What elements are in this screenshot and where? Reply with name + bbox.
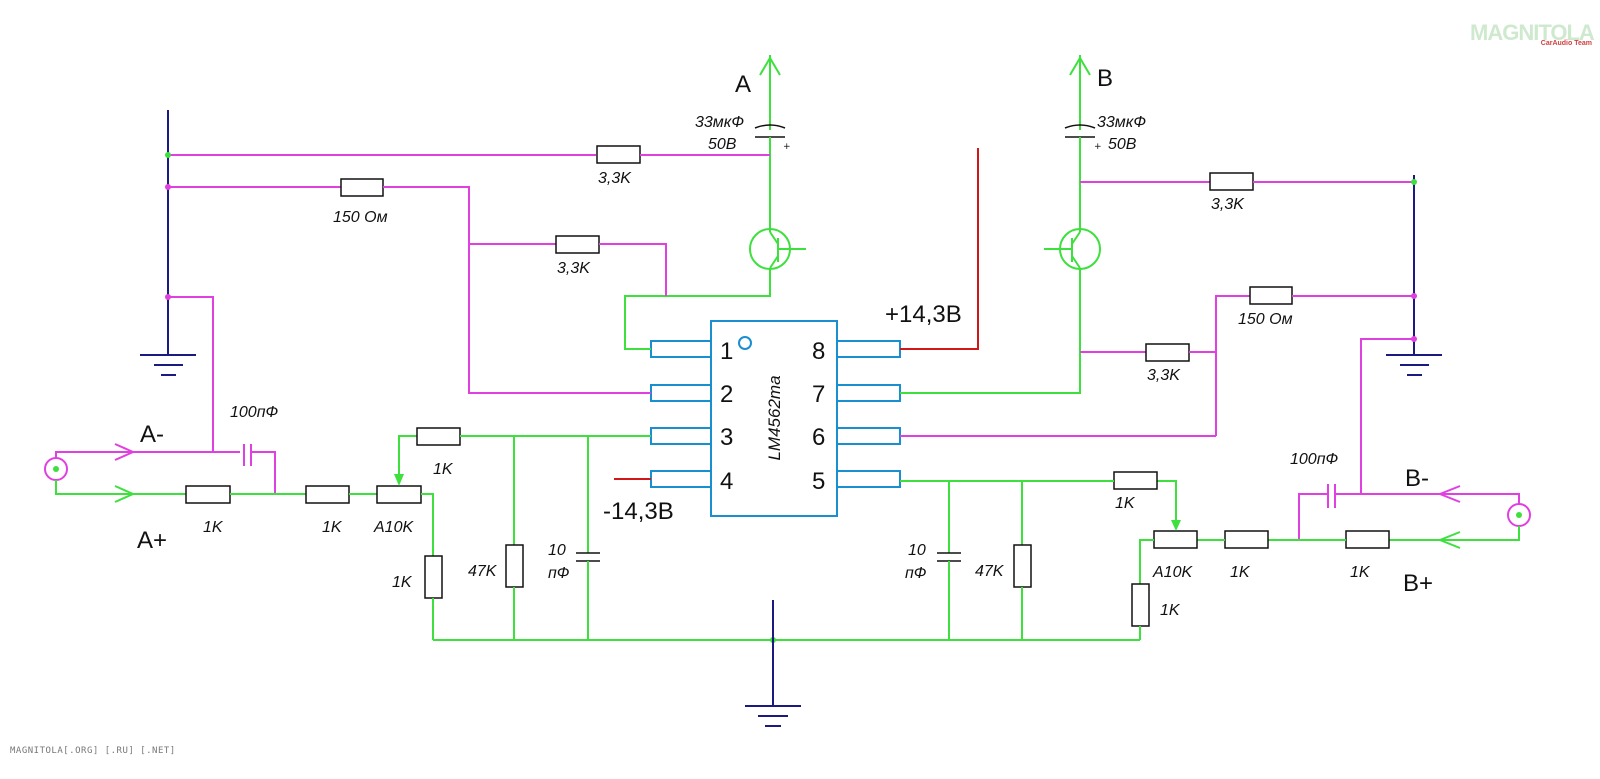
cap-10p-b-value: 10 — [908, 542, 926, 559]
pot-a-label: A10K — [373, 519, 414, 536]
channel-a-output: A 33мкФ 50В + 3,3K 150 Ом 3,3K — [168, 55, 806, 394]
pin-3-label: 3 — [720, 424, 733, 451]
pin-2-label: 2 — [720, 381, 733, 408]
r-gnd-a-label: 1K — [392, 574, 413, 591]
channel-a-input: 100пФ A- 1K A+ 1K A10K 1K 1K 47K 10 пФ — [44, 404, 651, 640]
power-rails: +14,3В -14,3В — [603, 148, 979, 525]
r-47k-a-label: 47K — [468, 563, 498, 580]
r-in-b2-label: 1K — [1230, 564, 1251, 581]
positive-supply-label: +14,3В — [885, 301, 962, 328]
cap-in-b-label: 100пФ — [1290, 451, 1339, 468]
input-b-minus-label: B- — [1405, 465, 1429, 492]
r-in-a2-label: 1K — [322, 519, 343, 536]
channel-b-input: 100пФ B- 1K B+ 1K A10K 1K 1K 47K 10 пФ — [900, 451, 1531, 640]
ic-lm4562: LM4562ma 1 2 3 4 5 6 7 8 — [650, 320, 901, 517]
r-gnd-b-label: 1K — [1160, 602, 1181, 619]
cap-10p-a-unit: пФ — [548, 565, 570, 582]
pin-7-label: 7 — [812, 381, 825, 408]
cap-a-value: 33мкФ — [695, 114, 744, 131]
pin-5-label: 5 — [812, 468, 825, 495]
r-fb-b-label: 3,3K — [1147, 367, 1181, 384]
cap-in-a-label: 100пФ — [230, 404, 279, 421]
r-wiper-b-label: 1K — [1115, 495, 1136, 512]
svg-text:+: + — [1094, 142, 1102, 152]
logo-text: MAGNITOLA — [1470, 20, 1595, 45]
pin-6-label: 6 — [812, 424, 825, 451]
r-150-b-label: 150 Ом — [1238, 311, 1293, 328]
svg-text:+: + — [783, 142, 791, 152]
pot-b-label: A10K — [1152, 564, 1193, 581]
pin-8-label: 8 — [812, 338, 825, 365]
output-b-label: B — [1097, 65, 1113, 92]
r-wiper-a-label: 1K — [433, 461, 454, 478]
brand-logo: MAGNITOLA CarAudio Team — [1470, 20, 1595, 50]
input-a-minus-label: A- — [140, 421, 164, 448]
input-b-plus-label: B+ — [1403, 570, 1433, 597]
pin-1-label: 1 — [720, 338, 733, 365]
cap-b-value: 33мкФ — [1097, 114, 1146, 131]
channel-b-output: B 33мкФ 50В + 3,3K 3,3K 150 Ом — [900, 55, 1414, 437]
ground-main — [433, 600, 1140, 727]
r-150-a-label: 150 Ом — [333, 209, 388, 226]
cap-10p-b-unit: пФ — [905, 565, 927, 582]
negative-supply-label: -14,3В — [603, 498, 674, 525]
r-in-a1-label: 1K — [203, 519, 224, 536]
ic-part-label: LM4562ma — [765, 375, 784, 460]
output-a-label: A — [735, 71, 751, 98]
cap-b-voltage: 50В — [1108, 136, 1137, 153]
pin-4-label: 4 — [720, 468, 733, 495]
cap-10p-a-value: 10 — [548, 542, 566, 559]
ground-b — [1360, 175, 1442, 494]
footer-watermark: MAGNITOLA[.ORG] [.RU] [.NET] — [10, 746, 176, 756]
r-top-b-label: 3,3K — [1211, 196, 1245, 213]
logo-subtext: CarAudio Team — [1540, 40, 1592, 47]
r-top-a-label: 3,3K — [598, 170, 632, 187]
r-47k-b-label: 47K — [975, 563, 1005, 580]
r-in-b1-label: 1K — [1350, 564, 1371, 581]
ground-a — [140, 110, 214, 452]
r-fb-a-label: 3,3K — [557, 260, 591, 277]
input-a-plus-label: A+ — [137, 527, 167, 554]
cap-a-voltage: 50В — [708, 136, 737, 153]
